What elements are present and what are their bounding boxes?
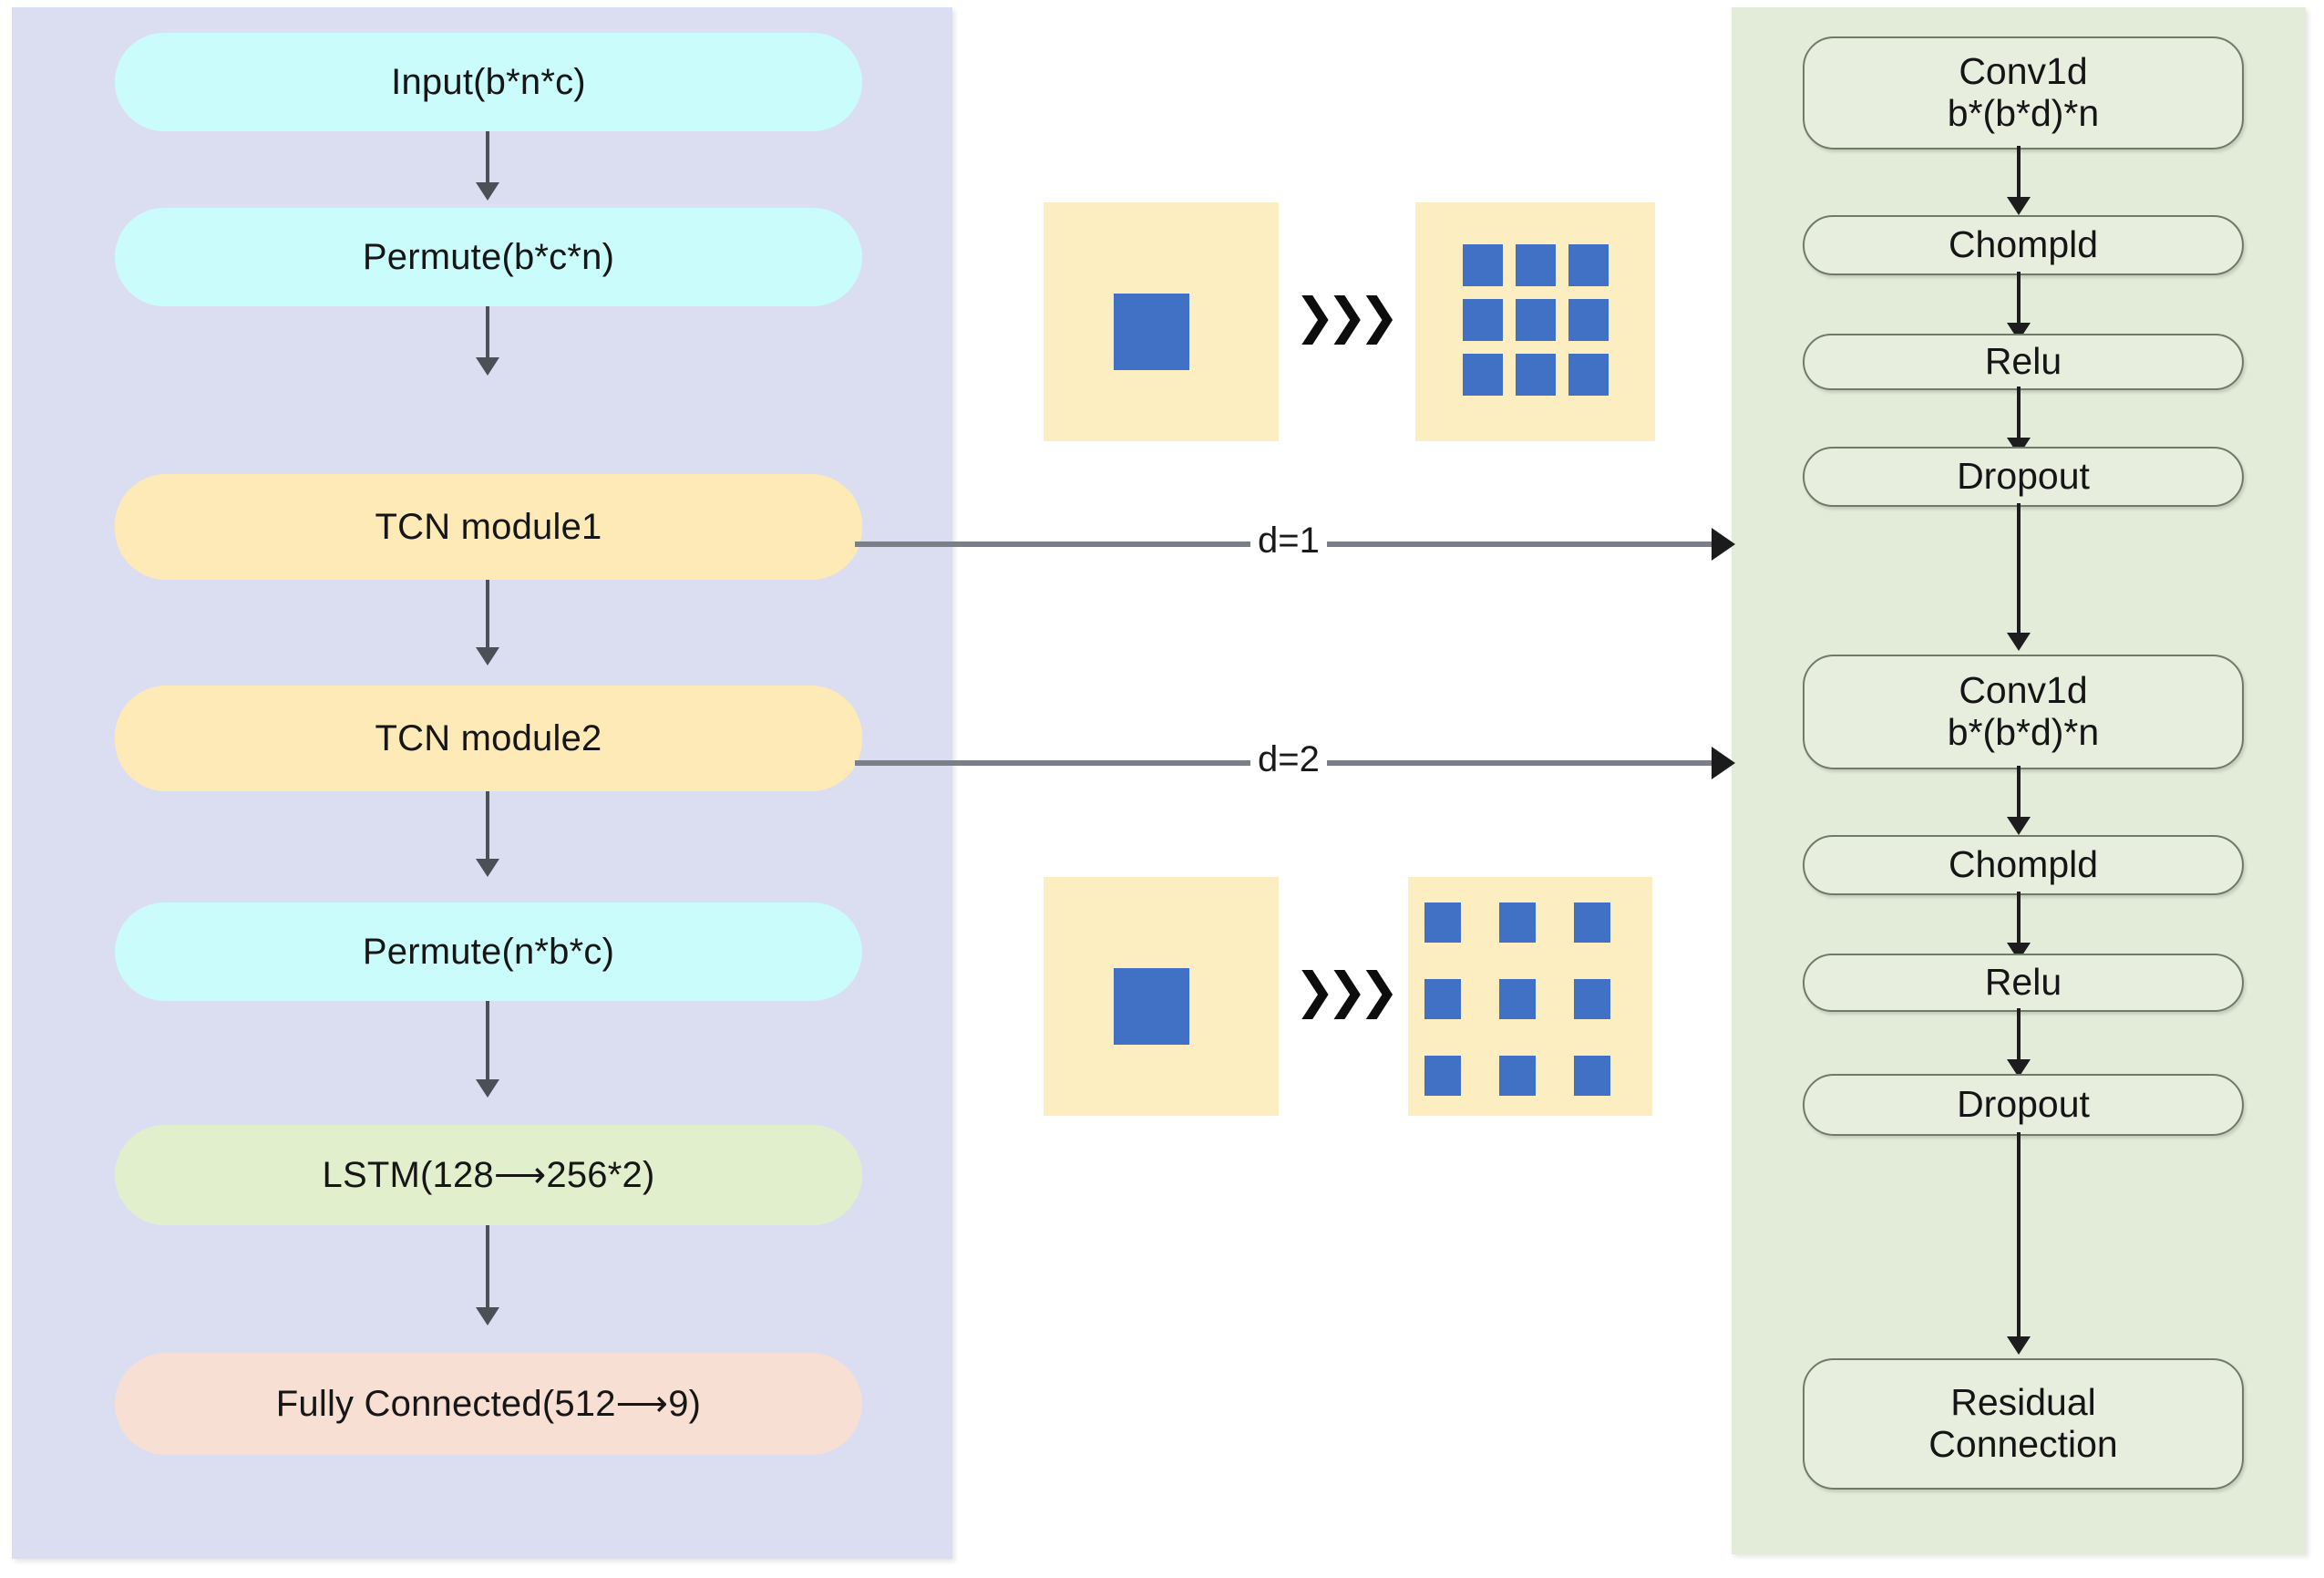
arrowhead-relub-to-dropoutb — [2007, 1059, 2031, 1078]
connector-chomp1db-to-relub — [2017, 892, 2021, 948]
dilation1-dilated-card — [1415, 202, 1655, 441]
dilation1-dot-r1c2 — [1568, 299, 1609, 341]
dilation2-dot-r2c0 — [1424, 1056, 1461, 1096]
arrowhead-input-to-permute1 — [476, 182, 499, 201]
connector-conv1da-to-chomp1da — [2017, 146, 2021, 202]
arrowhead-dropoutb-to-residual — [2007, 1336, 2031, 1355]
node-input: Input(b*n*c) — [115, 33, 862, 131]
node-residual-connection: Residual Connection — [1803, 1358, 2244, 1490]
node-permute2: Permute(n*b*c) — [115, 902, 862, 1001]
node-conv1d-b-line2: b*(b*d)*n — [1947, 711, 2100, 753]
cross-link-d1-label: d=1 — [1250, 521, 1327, 562]
cross-link-d1-arrowhead — [1712, 528, 1735, 561]
dilation2-dot-r0c2 — [1574, 902, 1610, 943]
dilation2-chevron-icon: ❯❯❯ — [1294, 962, 1400, 1019]
connector-permute2-to-lstm — [486, 1001, 489, 1085]
connector-input-to-permute1 — [486, 131, 489, 188]
node-relu-b: Relu — [1803, 954, 2244, 1012]
node-tcn-module-2: TCN module2 — [115, 686, 862, 791]
arrowhead-conv1da-to-chomp1da — [2007, 197, 2031, 215]
node-permute1: Permute(b*c*n) — [115, 208, 862, 306]
dilation2-dot-r1c2 — [1574, 979, 1610, 1019]
dilation1-dot-r0c1 — [1516, 244, 1556, 286]
arrowhead-tcn2-to-permute2 — [476, 859, 499, 877]
dilation1-chevron-icon: ❯❯❯ — [1294, 287, 1400, 345]
arrowhead-permute2-to-lstm — [476, 1079, 499, 1098]
node-conv1d-a-line1: Conv1d — [1959, 50, 2088, 93]
node-dropout-a: Dropout — [1803, 447, 2244, 507]
connector-permute1-to-tcn1 — [486, 306, 489, 363]
dilation2-dot-r2c2 — [1574, 1056, 1610, 1096]
connector-tcn1-to-tcn2 — [486, 580, 489, 653]
arrowhead-lstm-to-fc — [476, 1307, 499, 1325]
node-conv1d-b: Conv1d b*(b*d)*n — [1803, 655, 2244, 769]
dilation1-dot-r0c2 — [1568, 244, 1609, 286]
node-conv1d-b-line1: Conv1d — [1959, 669, 2088, 712]
connector-dropouta-to-conv1db — [2017, 503, 2021, 638]
arrowhead-tcn1-to-tcn2 — [476, 647, 499, 665]
arrowhead-dropouta-to-conv1db — [2007, 633, 2031, 651]
dilation1-source-card — [1044, 202, 1279, 441]
dilation2-dot-r1c0 — [1424, 979, 1461, 1019]
node-residual-line2: Connection — [1928, 1423, 2118, 1465]
connector-lstm-to-fc — [486, 1225, 489, 1313]
dilation2-dilated-card — [1408, 877, 1652, 1116]
arrowhead-permute1-to-tcn1 — [476, 357, 499, 376]
connector-relub-to-dropoutb — [2017, 1008, 2021, 1065]
connector-tcn2-to-permute2 — [486, 791, 489, 864]
dilation1-dot-r2c1 — [1516, 354, 1556, 396]
node-tcn-module-1: TCN module1 — [115, 474, 862, 580]
node-relu-a: Relu — [1803, 334, 2244, 390]
connector-conv1db-to-chomp1db — [2017, 766, 2021, 822]
dilation1-source-dot — [1114, 294, 1189, 370]
connector-relua-to-dropouta — [2017, 387, 2021, 443]
connector-dropoutb-to-residual — [2017, 1132, 2021, 1344]
dilation1-dot-r2c0 — [1463, 354, 1503, 396]
connector-chomp1da-to-relua — [2017, 272, 2021, 328]
dilation1-dot-r1c0 — [1463, 299, 1503, 341]
dilation2-dot-r2c1 — [1499, 1056, 1536, 1096]
dilation1-dot-r1c1 — [1516, 299, 1556, 341]
cross-link-d2-arrowhead — [1712, 747, 1735, 779]
node-chomp1d-b: Chompld — [1803, 835, 2244, 895]
dilation2-source-card — [1044, 877, 1279, 1116]
node-fully-connected: Fully Connected(512⟶9) — [115, 1353, 862, 1455]
node-conv1d-a-line2: b*(b*d)*n — [1947, 92, 2100, 134]
node-conv1d-b-text: Conv1d b*(b*d)*n — [1947, 669, 2100, 754]
dilation1-dot-r2c2 — [1568, 354, 1609, 396]
dilation2-dot-r0c0 — [1424, 902, 1461, 943]
cross-link-d2-label: d=2 — [1250, 739, 1327, 780]
node-residual-line1: Residual — [1950, 1381, 2096, 1424]
dilation2-source-dot — [1114, 968, 1189, 1045]
node-lstm: LSTM(128⟶256*2) — [115, 1125, 862, 1225]
node-dropout-b: Dropout — [1803, 1074, 2244, 1136]
dilation2-dot-r1c1 — [1499, 979, 1536, 1019]
node-chomp1d-a: Chompld — [1803, 215, 2244, 275]
node-residual-text: Residual Connection — [1928, 1381, 2118, 1466]
dilation2-dot-r0c1 — [1499, 902, 1536, 943]
node-conv1d-a: Conv1d b*(b*d)*n — [1803, 36, 2244, 150]
arrowhead-conv1db-to-chomp1db — [2007, 817, 2031, 835]
node-conv1d-a-text: Conv1d b*(b*d)*n — [1947, 50, 2100, 135]
dilation1-dot-r0c0 — [1463, 244, 1503, 286]
